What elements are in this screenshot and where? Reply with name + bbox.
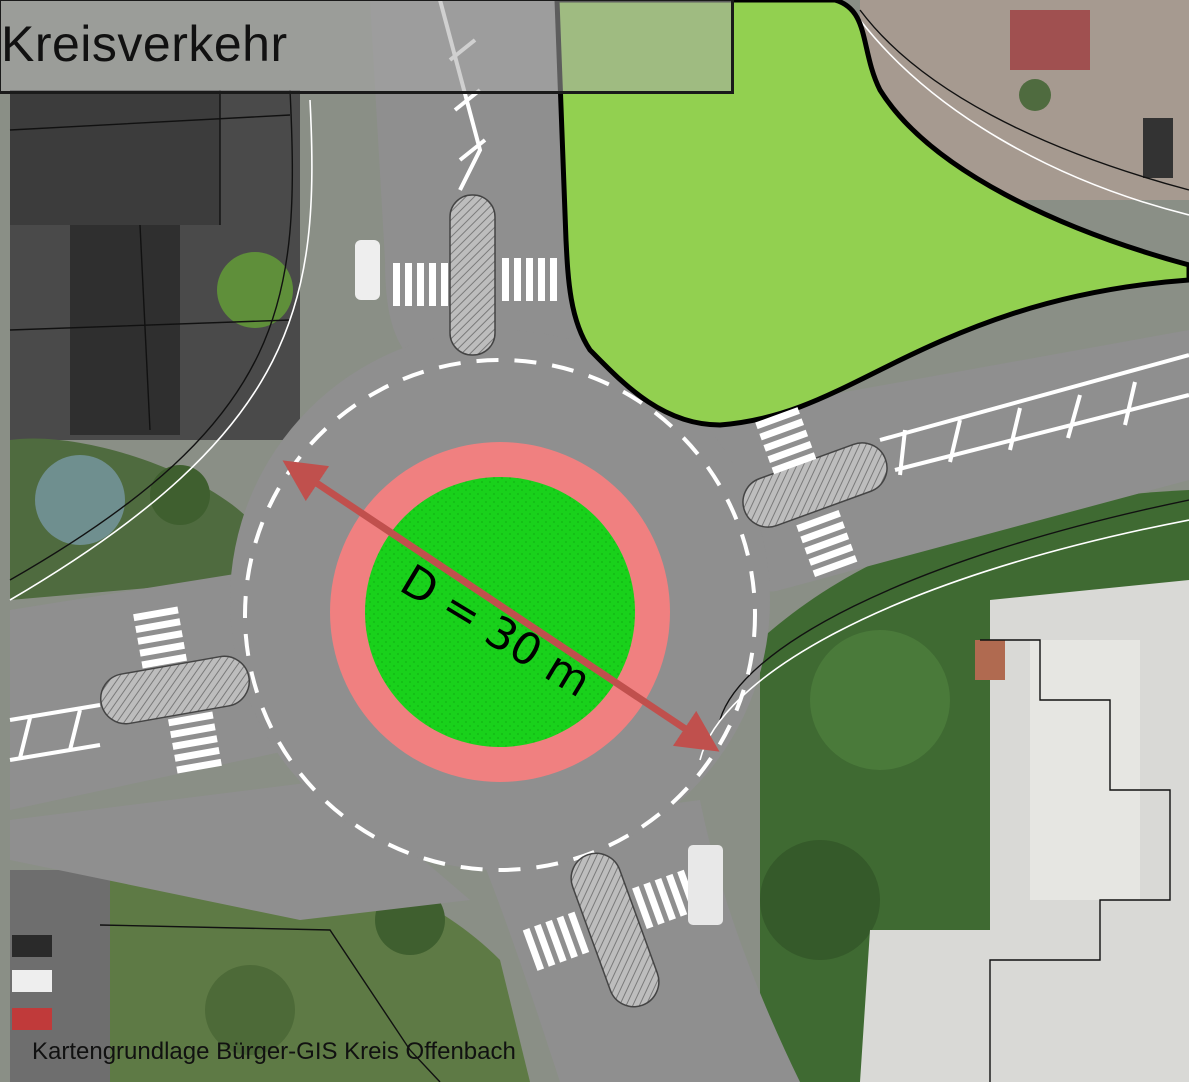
crosswalk-north-left [393,263,448,306]
green-area [554,0,1189,428]
crosswalk-north-right [502,258,557,301]
roundabout-lane-marking [243,358,757,872]
crosswalk-south-left [522,911,590,971]
vehicles [355,240,723,925]
crosswalk-west-top [133,606,187,669]
traffic-island-west [100,655,250,725]
traffic-islands [100,194,888,1008]
map-title-box: Kreisverkehr [0,0,734,94]
road-east-arm [690,330,1189,592]
traffic-island-north [449,194,496,356]
diameter-arrow-icon [282,460,720,752]
map-credit: Kartengrundlage Bürger-GIS Kreis Offenba… [32,1038,516,1065]
cadastral-lines [9,9,1189,1082]
crosswalk-west-bottom [168,711,222,774]
crosswalk-east-bottom [796,509,858,578]
map-title: Kreisverkehr [1,16,288,72]
crosswalk-east-top [755,407,817,475]
traffic-island-south [570,852,660,1008]
